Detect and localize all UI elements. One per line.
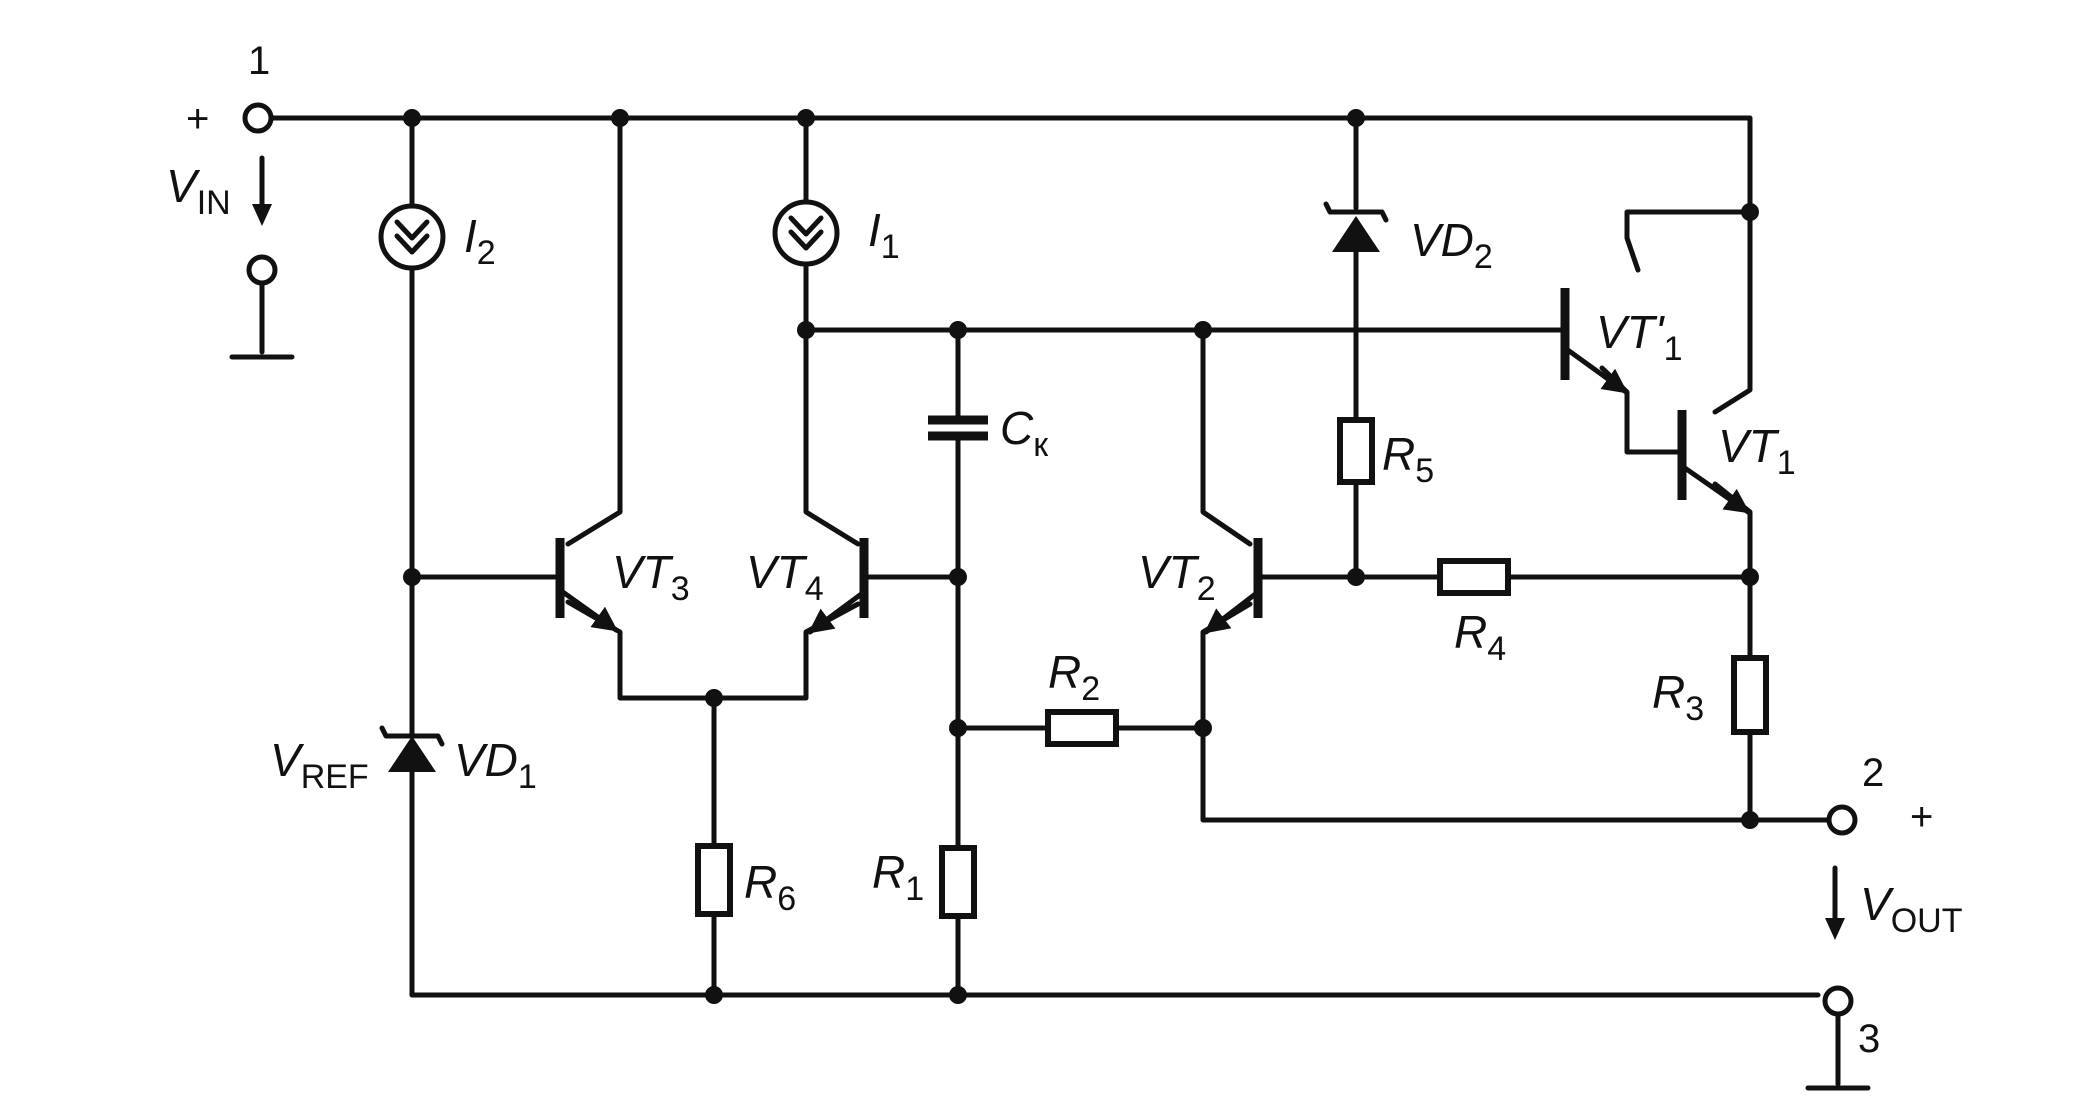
terminal-2	[1826, 804, 1858, 836]
vref-label: VREF	[270, 734, 369, 796]
r1-resistor	[939, 845, 977, 919]
vd2-zener-diode	[1323, 201, 1389, 252]
vt3-transistor	[555, 538, 619, 633]
r2-label: R2	[1048, 646, 1100, 708]
junction-dots	[403, 109, 1759, 1004]
r4-resistor	[1437, 558, 1511, 596]
vout-label: VOUT	[1860, 878, 1962, 940]
terminal-3-label: 3	[1858, 1017, 1880, 1061]
i2-current-source	[378, 203, 446, 271]
vt4-transistor	[807, 538, 869, 635]
vt2-label: VT2	[1138, 546, 1216, 608]
terminal-1	[242, 102, 274, 134]
r6-label: R6	[744, 856, 796, 918]
r4-label: R4	[1454, 606, 1506, 668]
vt1p-label: VT'1	[1596, 306, 1682, 368]
vout-plus-sign: +	[1910, 795, 1933, 839]
terminal-3	[1822, 985, 1854, 1017]
wiring	[229, 115, 1871, 1091]
r2-resistor	[1045, 709, 1119, 747]
ck-label: Cк	[1000, 402, 1049, 464]
r6-resistor	[695, 843, 733, 917]
vt4-label: VT4	[746, 546, 824, 608]
terminal-vin-ground	[246, 254, 278, 286]
vin-label: VIN	[166, 160, 231, 222]
i2-label: I2	[464, 210, 496, 272]
ck-capacitor	[928, 415, 988, 441]
terminal-1-label: 1	[248, 39, 270, 83]
r3-resistor	[1731, 655, 1769, 735]
vin-arrow-icon	[252, 204, 272, 226]
vd1-label: VD1	[454, 734, 537, 796]
vt1-transistor	[1677, 410, 1751, 515]
vt2-transistor	[1203, 538, 1263, 635]
r5-resistor	[1337, 417, 1375, 485]
vt3-label: VT3	[612, 546, 690, 608]
vd1-zener-diode	[379, 725, 445, 772]
r3-label: R3	[1652, 666, 1704, 728]
i1-label: I1	[868, 204, 900, 266]
vt1-label: VT1	[1718, 420, 1796, 482]
r1-label: R1	[872, 846, 924, 908]
r5-label: R5	[1382, 428, 1434, 490]
vin-plus-sign: +	[186, 97, 209, 141]
i1-current-source	[772, 199, 840, 267]
terminal-2-label: 2	[1862, 751, 1884, 795]
vd2-label: VD2	[1410, 214, 1493, 276]
vt1p-transistor	[1560, 288, 1629, 395]
vout-arrow-icon	[1825, 918, 1845, 940]
